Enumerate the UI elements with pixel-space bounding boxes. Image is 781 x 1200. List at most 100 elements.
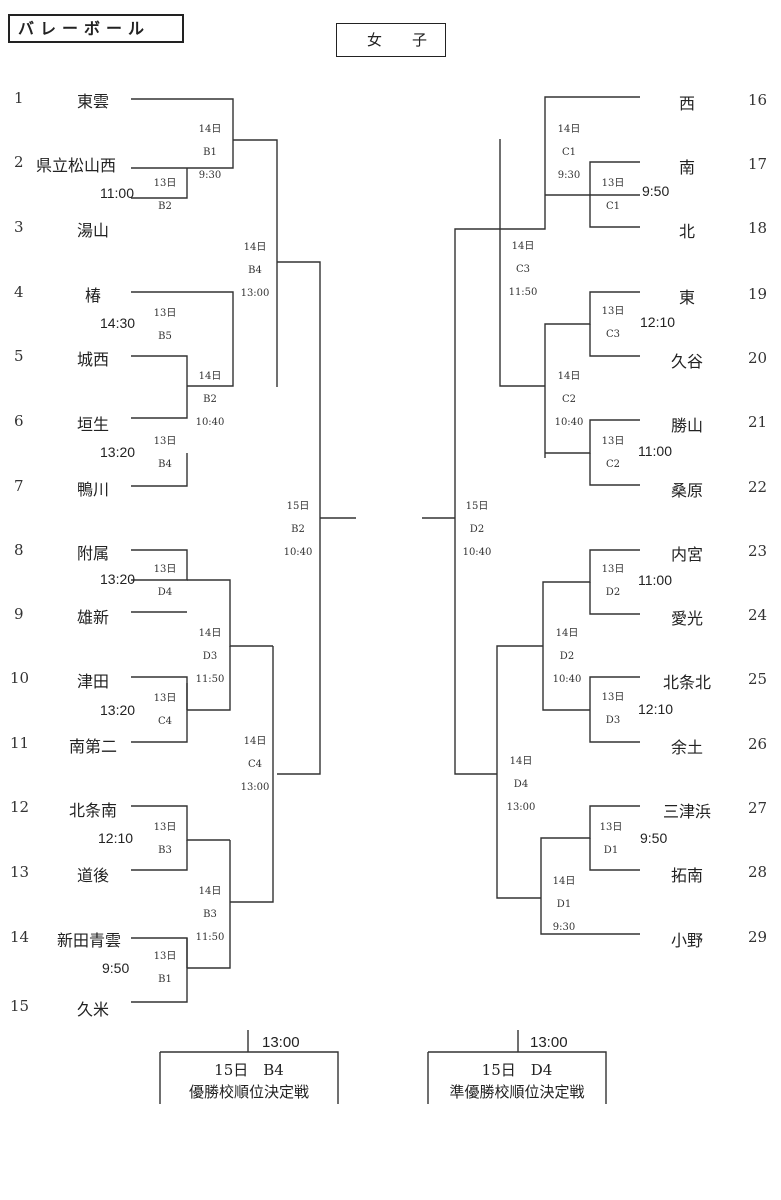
match-time: 9:50 [102, 960, 130, 976]
bracket-connector [589, 324, 640, 357]
bracket-connector [454, 228, 500, 775]
match-time: 12:10 [98, 830, 134, 846]
match-label: 13日 C4 [153, 693, 177, 727]
team-name: 西 [678, 94, 695, 113]
bracket-connector [233, 139, 278, 262]
bracket-connector [131, 549, 188, 581]
team-name: 湯山 [76, 221, 109, 240]
bracket-connector [131, 840, 188, 871]
final-day-court: 15日 B4 [214, 1061, 284, 1079]
bracket-connector [496, 645, 543, 899]
bracket-connector [589, 582, 640, 615]
team-number: 27 [748, 799, 768, 817]
match-time: 9:50 [640, 830, 668, 846]
match-time: 11:00 [638, 443, 672, 459]
match-label: 13日 B4 [153, 436, 177, 470]
bracket-connector [131, 98, 234, 169]
team-number: 15 [10, 997, 30, 1015]
team-name: 東 [678, 288, 695, 307]
match-label: 14日 B2 10:40 [195, 371, 225, 428]
bracket-connector [499, 139, 545, 387]
match-label: 13日 C2 [601, 436, 625, 470]
match-label: 15日 D2 10:40 [462, 501, 492, 558]
team-number: 20 [748, 349, 768, 367]
team-name: 新田青雲 [56, 931, 121, 950]
team-name: 三津浜 [662, 802, 711, 821]
match-time: 13:20 [100, 444, 136, 460]
team-number: 5 [14, 347, 24, 365]
team-number: 29 [748, 928, 768, 946]
bracket-connector [131, 168, 188, 199]
team-name: 内宮 [670, 545, 703, 564]
team-number: 25 [748, 670, 768, 688]
team-number: 23 [748, 542, 768, 560]
match-label: 13日 D4 [153, 564, 177, 598]
bracket-connector [187, 646, 231, 711]
bracket-connector [545, 194, 640, 228]
team-name: 道後 [76, 866, 109, 885]
team-name: 垣生 [76, 415, 109, 434]
bracket-connector [131, 805, 230, 841]
team-number: 21 [748, 413, 768, 431]
match-label: 14日 B3 11:50 [195, 886, 225, 943]
match-label: 13日 B5 [153, 308, 177, 342]
team-name: 県立松山西 [36, 156, 117, 175]
team-number: 13 [10, 863, 30, 881]
final-day-court: 15日 D4 [481, 1061, 553, 1079]
team-number: 8 [14, 541, 24, 559]
final-time: 13:00 [262, 1034, 300, 1051]
match-label: 13日 C1 [601, 178, 625, 212]
team-number: 12 [10, 798, 30, 816]
bracket-connector [589, 161, 640, 196]
team-number: 2 [14, 153, 24, 171]
match-label: 14日 D1 9:30 [552, 876, 576, 933]
match-time: 14:30 [100, 315, 136, 331]
match-time: 12:10 [638, 701, 674, 717]
team-name: 南第二 [68, 737, 117, 756]
bracket-connector [542, 549, 640, 711]
bracket-connector [131, 453, 188, 487]
team-number: 26 [748, 735, 768, 753]
team-number: 28 [748, 863, 768, 881]
bracket-connector [160, 1051, 339, 1104]
match-label: 14日 B4 13:00 [240, 242, 270, 299]
match-time: 13:20 [100, 702, 136, 718]
team-name: 余土 [670, 738, 703, 757]
match-time: 11:00 [638, 572, 672, 588]
team-name: 鴨川 [76, 480, 109, 499]
team-name: 附属 [76, 544, 109, 563]
final-label: 優勝校順位決定戦 [188, 1083, 309, 1101]
team-number: 19 [748, 285, 768, 303]
bracket-connector [187, 579, 273, 647]
match-label: 14日 C3 11:50 [508, 241, 538, 298]
team-name: 北 [678, 222, 695, 241]
team-name: 愛光 [670, 609, 703, 628]
bracket-connector [545, 419, 640, 454]
team-name: 小野 [670, 931, 703, 950]
team-number: 14 [10, 928, 30, 946]
team-name: 久米 [76, 1000, 109, 1019]
match-label: 13日 D1 [599, 822, 623, 856]
team-number: 22 [748, 478, 768, 496]
match-label: 13日 D3 [601, 692, 625, 726]
bracket-connector [500, 96, 640, 230]
team-number: 18 [748, 219, 768, 237]
match-time: 11:00 [100, 185, 134, 201]
bracket-connector [131, 683, 188, 743]
match-time: 12:10 [640, 314, 676, 330]
gender-title: 女子 [336, 23, 446, 57]
team-name: 桑原 [670, 481, 703, 500]
team-name: 津田 [76, 672, 109, 691]
bracket-connector [230, 646, 274, 903]
team-number: 16 [748, 91, 768, 109]
team-name: 拓南 [670, 866, 703, 885]
bracket-connector [428, 1051, 607, 1104]
team-number: 17 [748, 155, 768, 173]
team-number: 24 [748, 606, 768, 624]
team-number: 4 [14, 283, 24, 301]
team-number: 3 [14, 218, 24, 236]
team-number: 7 [14, 477, 24, 495]
match-label: 14日 C2 10:40 [554, 371, 584, 428]
match-time: 9:50 [642, 183, 670, 199]
